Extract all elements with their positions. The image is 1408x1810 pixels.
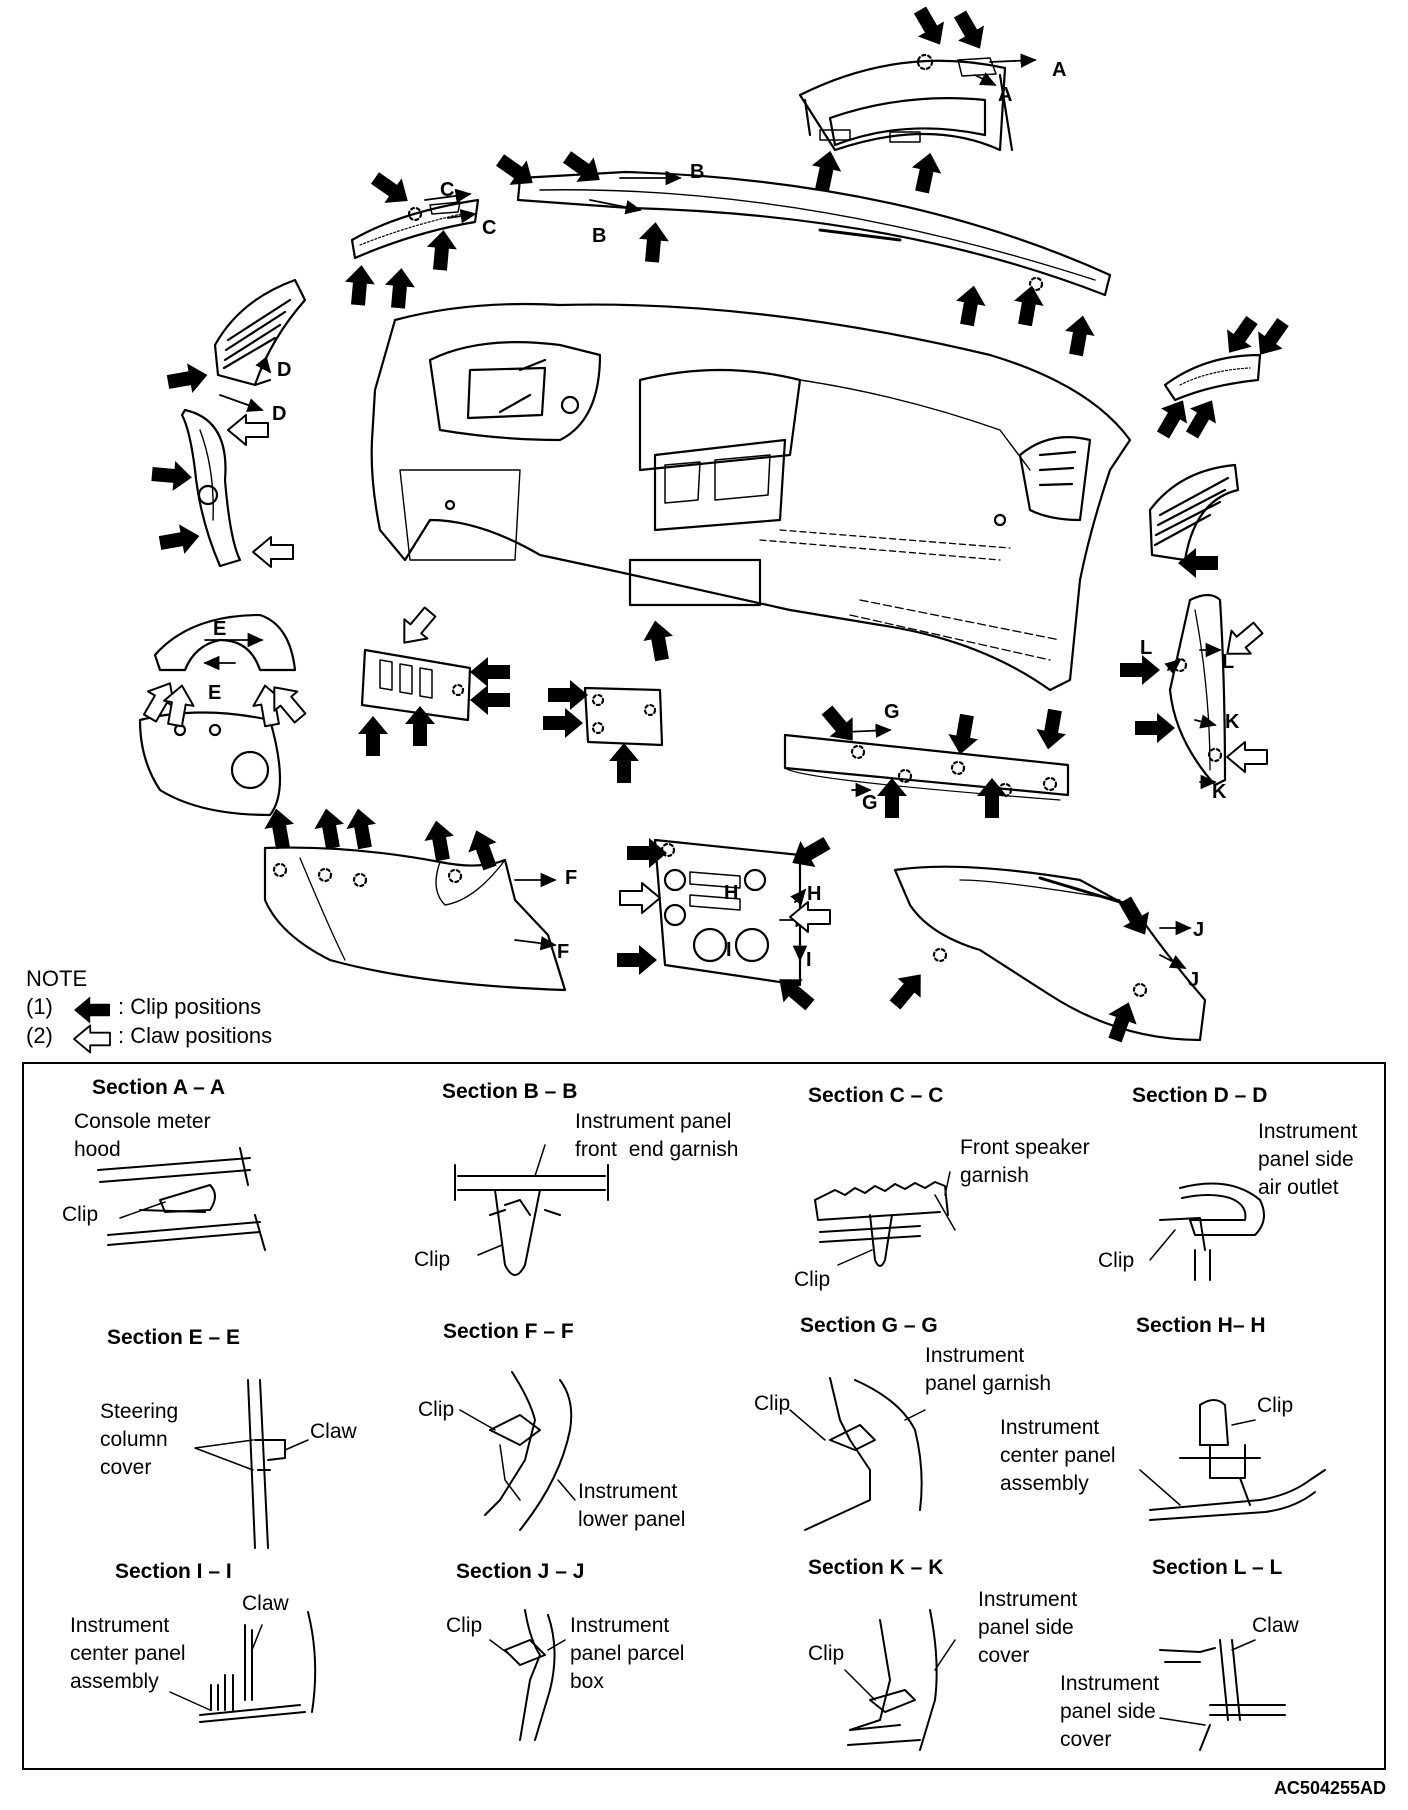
right-side-cover (1168, 593, 1227, 787)
label-clip: Clip (794, 1268, 831, 1291)
label-side-air-outlet: Instrument panel side air outlet (1258, 1120, 1358, 1199)
callout-letter: F (557, 941, 570, 963)
label-front-speaker-garnish: Front speaker garnish (960, 1136, 1090, 1187)
exploded-view-drawing (73, 1, 1297, 1054)
callout-letter: I (806, 949, 812, 971)
legend-text-claw: : Claw positions (118, 1023, 273, 1048)
label-instrument-lower-panel: Instrument lower panel (578, 1480, 686, 1531)
label-front-end-garnish: Instrument panel front end garnish (575, 1110, 739, 1161)
callout-letter: L (1140, 637, 1153, 659)
callout-letter: C (482, 217, 497, 239)
section-b-title: Section B – B (442, 1080, 578, 1103)
callout-letter: J (1193, 919, 1205, 941)
callout-letter: B (690, 161, 705, 183)
label-clip: Clip (418, 1398, 455, 1421)
left-side-cover (180, 408, 242, 568)
label-clip: Clip (414, 1248, 451, 1271)
section-i-title: Section I – I (115, 1560, 232, 1583)
label-claw: Claw (242, 1592, 289, 1615)
section-g-title: Section G – G (800, 1314, 938, 1337)
label-clip: Clip (62, 1203, 99, 1226)
section-e-title: Section E – E (107, 1326, 241, 1349)
section-l-title: Section L – L (1152, 1556, 1283, 1579)
claw-position-arrows (135, 413, 1269, 934)
switch-panel (360, 648, 472, 722)
console-meter-hood (798, 53, 1014, 152)
callout-letter: B (592, 225, 607, 247)
callout-letter: H (724, 882, 739, 904)
legend-index-clip: (1) (26, 994, 53, 1019)
callout-letter: A (998, 84, 1013, 106)
callout-letter: L (1222, 651, 1235, 673)
callout-letter: G (884, 701, 900, 723)
section-c-title: Section C – C (808, 1084, 944, 1107)
label-instrument-center-panel: Instrument center panel assembly (1000, 1416, 1116, 1495)
label-console-meter-hood: Console meter hood (74, 1110, 211, 1161)
label-instrument-panel-garnish: Instrument panel garnish (925, 1344, 1052, 1395)
callout-letter: I (726, 939, 732, 961)
left-side-air-outlet (213, 278, 307, 387)
front-end-garnish (516, 170, 1112, 297)
label-clip: Clip (1098, 1249, 1135, 1272)
callout-letter: F (565, 867, 578, 889)
section-details-panel (22, 1062, 1386, 1770)
instrument-lower-panel (263, 846, 567, 992)
label-claw: Claw (1252, 1614, 1299, 1637)
section-h-title: Section H– H (1136, 1314, 1266, 1337)
callout-letter: K (1225, 711, 1240, 733)
label-clip: Clip (446, 1614, 483, 1637)
steering-column-cover (138, 613, 297, 817)
callout-letter: E (208, 682, 222, 704)
callout-letter: J (1188, 969, 1200, 991)
label-claw: Claw (310, 1420, 357, 1443)
section-d-title: Section D – D (1132, 1084, 1268, 1107)
label-instrument-panel-side-cover: Instrument panel side cover (978, 1588, 1078, 1667)
callout-letter: A (1052, 59, 1067, 81)
instrument-center-panel (653, 838, 802, 987)
callout-letter: K (1212, 781, 1227, 803)
callout-letter: C (440, 179, 455, 201)
callout-letter: H (807, 883, 822, 905)
front-speaker-garnish (350, 198, 480, 260)
instrument-panel-parcel-box (893, 865, 1207, 1042)
label-instrument-center-panel: Instrument center panel assembly (70, 1614, 186, 1693)
label-clip: Clip (808, 1642, 845, 1665)
figure-code: AC504255AD (1273, 1778, 1386, 1798)
label-clip: Clip (1257, 1394, 1294, 1417)
legend-title: NOTE (26, 966, 88, 991)
section-cut-lines (203, 53, 1222, 969)
callout-letter: G (862, 792, 878, 814)
label-clip: Clip (754, 1392, 791, 1415)
label-parcel-box: Instrument panel parcel box (570, 1614, 685, 1693)
instrument-panel-garnish (783, 733, 1070, 801)
callout-letter: D (272, 403, 287, 425)
right-side-air-outlet (1148, 463, 1240, 562)
legend-index-claw: (2) (26, 1023, 53, 1048)
section-k-title: Section K – K (808, 1556, 944, 1579)
section-j-title: Section J – J (456, 1560, 585, 1583)
legend-text-clip: : Clip positions (118, 994, 262, 1019)
label-instrument-panel-side-cover: Instrument panel side cover (1060, 1672, 1160, 1751)
small-bracket-panel (583, 686, 664, 747)
callout-letter: D (277, 359, 292, 381)
callout-letter: E (213, 618, 227, 640)
section-a-title: Section A – A (92, 1076, 226, 1099)
instrument-panel-body (370, 302, 1132, 692)
right-speaker-garnish (1163, 353, 1262, 402)
legend-symbols (73, 995, 111, 1054)
section-f-title: Section F – F (443, 1320, 574, 1343)
label-steering-column-cover: Steering column cover (100, 1400, 179, 1479)
